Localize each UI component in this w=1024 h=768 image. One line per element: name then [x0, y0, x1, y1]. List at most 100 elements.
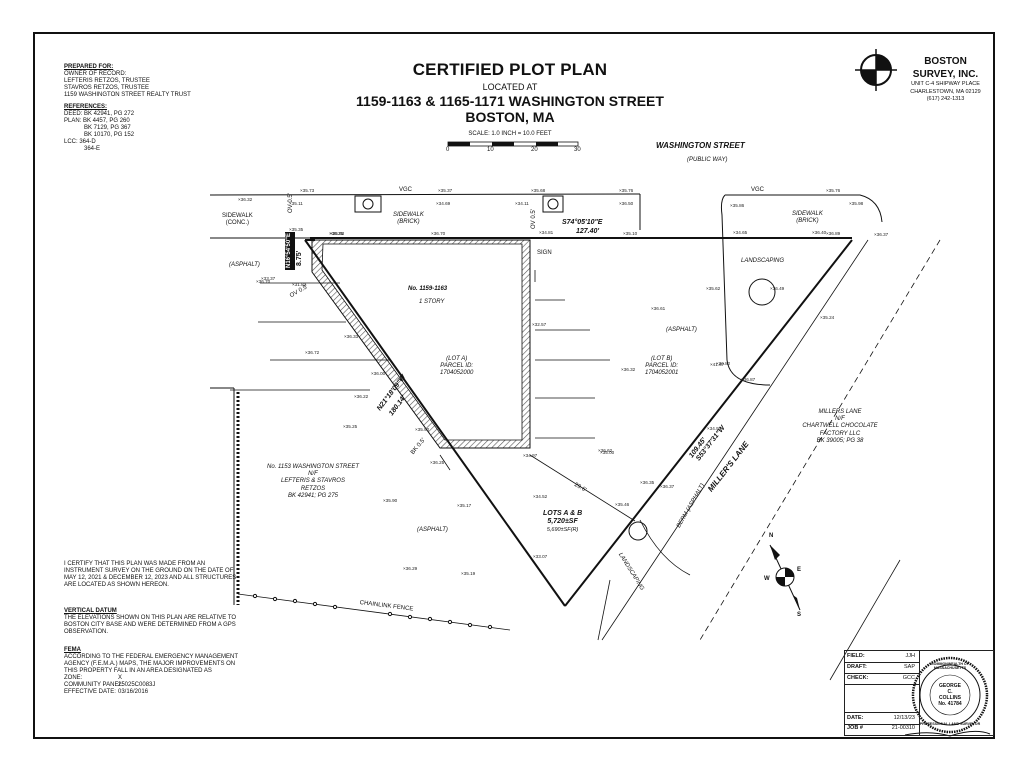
reference-line: LCC: 364-D: [64, 139, 96, 145]
plan-address: 1159-1163 & 1165-1171 WASHINGTON STREET: [356, 93, 664, 109]
spot-elevation: ×35.24: [820, 315, 835, 320]
spot-elevation: ×36.25: [430, 460, 445, 465]
abutter-line-3: LEFTERIS & STAVROS: [281, 478, 345, 485]
spot-elevation: ×36.87: [741, 377, 756, 382]
scale-label: SCALE: 1.0 INCH = 10.0 FEET: [468, 131, 552, 137]
spot-elevation: ×36.62: [598, 448, 613, 453]
asphalt-label-2: (ASPHALT): [666, 327, 697, 333]
spot-elevation: ×32.57: [532, 322, 547, 327]
spot-elevation: ×35.19: [461, 571, 476, 576]
spot-elevation: ×33.07: [533, 554, 548, 559]
offset-box: [285, 232, 295, 270]
lots-ab-line-2: 5,720±SF: [547, 518, 578, 525]
sidewalk-brick2-line-1: SIDEWALK: [792, 211, 823, 217]
seal-number: No. 41784: [938, 701, 962, 707]
spot-elevation: ×34.52: [533, 494, 548, 499]
building-story-label: 1 STORY: [419, 299, 445, 305]
fema-text: ACCORDING TO THE FEDERAL EMERGENCY MANAG…: [64, 654, 238, 674]
field-value: JJH: [905, 653, 915, 659]
spot-elevation: ×36.40: [812, 230, 827, 235]
lots-ab-line-1: LOTS A & B: [543, 510, 583, 517]
spot-elevation: ×36.32: [238, 197, 253, 202]
scale-tick-0: 0: [446, 147, 450, 153]
plan-city: BOSTON, MA: [465, 109, 555, 125]
seal-bottom-text: PROFESSIONAL LAND SURVEYOR: [919, 722, 981, 726]
east-label: E: [797, 567, 802, 573]
spot-elevation: ×35.11: [289, 201, 303, 206]
sidewalk-conc-line-2: (CONC.): [225, 220, 250, 227]
reference-line: 364-E: [84, 146, 101, 152]
west-label: W: [764, 576, 770, 582]
spot-elevation: ×35.86: [730, 203, 745, 208]
check-row: CHECK:GCC: [845, 673, 919, 685]
date-label: DATE:: [847, 715, 864, 721]
prepared-for-line: LEFTERIS RETZOS, TRUSTEE: [64, 78, 150, 84]
date-row: DATE:12/13/23: [845, 712, 919, 725]
sidewalk-brick-line-2: (BRICK): [397, 219, 420, 226]
spot-elevation: ×36.82: [716, 361, 731, 366]
abutter-wall: [210, 387, 240, 605]
spot-elevation: ×34.65: [733, 230, 748, 235]
spot-elevation: ×35.98: [849, 201, 864, 206]
spot-elevation: ×36.29: [403, 566, 418, 571]
firm-address-2: CHARLESTOWN, MA 02129: [910, 88, 981, 95]
millers-owner-line-5: BK 39005; PG 38: [816, 437, 864, 444]
spot-elevation: ×34.81: [539, 230, 554, 235]
spot-elevation: ×35.25: [343, 424, 358, 429]
plan-title: CERTIFIED PLOT PLAN: [412, 60, 608, 79]
sheet-border: [33, 32, 995, 739]
spot-elevation: ×36.33: [344, 334, 359, 339]
bearing-top: S74°05'10"E: [562, 219, 603, 226]
sidewalk-brick-label-2: SIDEWALK(BRICK): [792, 211, 823, 225]
asphalt-label-1: (ASPHALT): [229, 262, 260, 268]
lot-b-line-1: (LOT B): [651, 356, 673, 362]
prepared-for-line: STAVROS RETZOS, TRUSTEE: [64, 85, 150, 91]
spot-elevation: ×35.90: [383, 498, 398, 503]
lot-b-label: (LOT B)PARCEL ID:1704052001: [645, 356, 678, 378]
spot-elevation: ×35.46: [615, 502, 630, 507]
spot-elevation: ×36.89: [826, 231, 841, 236]
reference-line: BK 10170, PG 152: [84, 132, 135, 138]
field-label: FIELD:: [847, 653, 865, 659]
effective-date-value: 03/16/2016: [118, 689, 149, 695]
spot-elevation: ×41.67: [710, 362, 725, 367]
scale-tick-10: 10: [487, 147, 494, 153]
field-row: FIELD: JJH: [845, 651, 919, 663]
panel-value: 25025C0083J: [118, 682, 156, 688]
spot-elevation: ×36.49: [770, 286, 785, 291]
spot-elevation: ×36.37: [660, 484, 675, 489]
sidewalk-conc-line-1: SIDEWALK: [222, 213, 253, 219]
abutter-line-4: RETZOS: [300, 485, 326, 492]
spot-elevation: ×36.93: [330, 231, 345, 236]
prepared-for: PREPARED FOR: OWNER OF RECORD: LEFTERIS …: [64, 64, 264, 153]
spot-elevation: ×36.37: [874, 232, 889, 237]
spot-elevation: ×36.25: [329, 231, 344, 236]
lot-b-line-2: PARCEL ID:: [645, 363, 679, 370]
reference-line: BK 7129, PG 367: [84, 125, 131, 131]
millers-owner-line-3: CHARTWELL CHOCOLATE: [802, 423, 878, 430]
firm-name-1: BOSTON: [924, 56, 967, 67]
references-heading: REFERENCES:: [64, 104, 108, 110]
lots-ab-line-3: 5,690±SF(R): [546, 527, 579, 533]
check-value: GCC: [902, 675, 915, 681]
seal-name-3: COLLINS: [939, 695, 961, 701]
spot-elevation: ×34.11: [515, 201, 529, 206]
spot-elevation: ×35.10: [623, 231, 638, 236]
vertical-datum: VERTICAL DATUM THE ELEVATIONS SHOWN ON T…: [64, 608, 244, 636]
zone-label: ZONE:: [64, 675, 83, 681]
abutter-line-1: No. 1153 WASHINGTON STREET: [266, 464, 360, 470]
prepared-for-line: OWNER OF RECORD:: [64, 71, 127, 77]
firm-phone: (617) 242-1313: [926, 96, 965, 102]
spot-elevation: ×31.82: [292, 282, 307, 287]
seal-ring-text: COMMONWEALTH OF MASSACHUSETTS: [931, 662, 969, 670]
spot-elevation: ×35.17: [457, 503, 472, 508]
seal-name-1: GEORGE: [939, 683, 961, 689]
scale-bar: [447, 141, 579, 147]
sign-label: SIGN: [537, 250, 552, 256]
north-label: N: [769, 533, 774, 539]
spot-elevation: ×36.70: [256, 279, 271, 284]
spot-elevation: ×35.68: [531, 188, 546, 193]
surveyor-seal: [904, 656, 991, 737]
